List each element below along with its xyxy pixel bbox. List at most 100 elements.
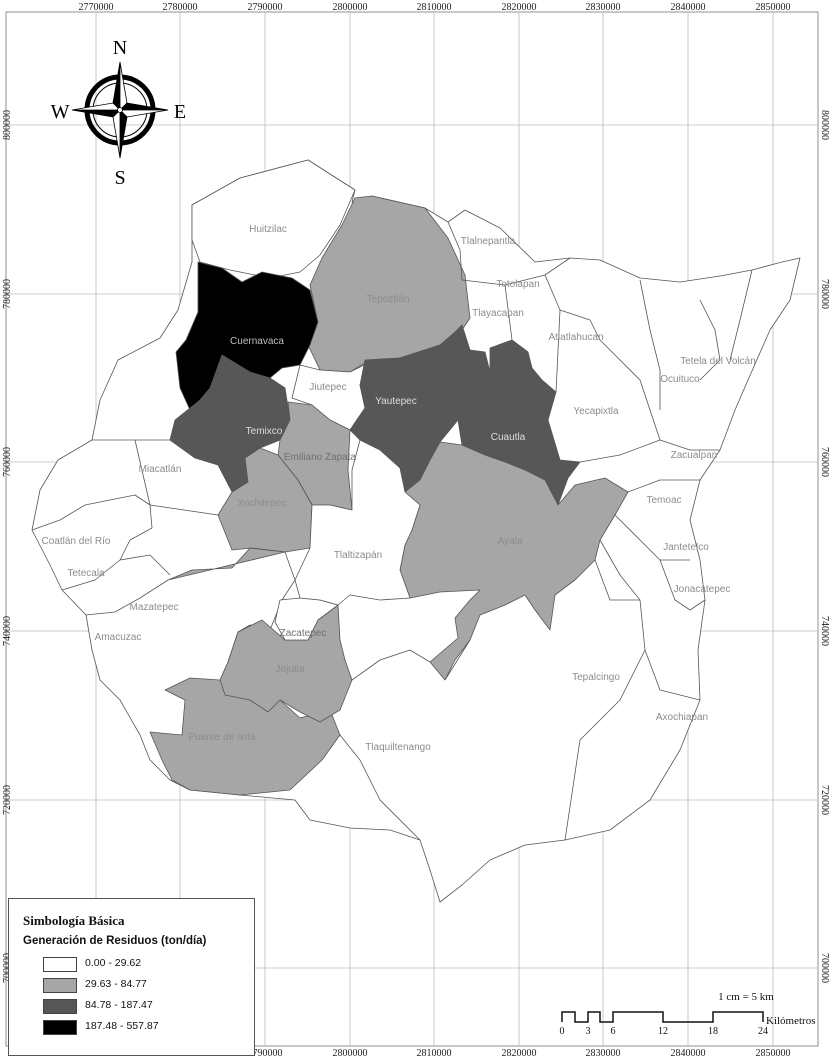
coordinate-labels-left: 800000 780000 760000 740000 720000 70000…: [2, 110, 13, 983]
compass-s: S: [114, 167, 125, 189]
polygon-huitzilac: [191, 159, 356, 279]
x-coord-label: 2790000: [248, 2, 283, 13]
x-coord-label: 2850000: [756, 2, 791, 13]
polygon-south-boundaries: [339, 559, 640, 841]
y-coord-label: 780000: [2, 279, 13, 309]
label-tlaquiltenango: Tlaquiltenango: [365, 742, 431, 753]
scale-tick: 6: [611, 1026, 616, 1037]
polygon-tetecala: [61, 527, 171, 591]
scale-tick: 24: [758, 1026, 768, 1037]
label-temoac: Temoac: [646, 495, 681, 506]
polygon-tlaltizapan: [294, 439, 421, 606]
label-axochiapan: Axochiapan: [656, 712, 708, 723]
y-coord-label: 800000: [2, 110, 13, 140]
y-coord-label: 780000: [819, 279, 830, 309]
label-yautepec: Yautepec: [375, 396, 417, 407]
scale-tick: 3: [586, 1026, 591, 1037]
label-yecapixtla: Yecapixtla: [573, 406, 619, 417]
x-coord-label: 2840000: [671, 2, 706, 13]
compass-n: N: [113, 37, 127, 59]
label-tetela: Tetela del Volcán: [680, 356, 756, 367]
compass-w: W: [51, 101, 70, 123]
label-tepoztlan: Tepoztlán: [367, 294, 410, 305]
legend-label: 84.78 - 187.47: [85, 999, 153, 1011]
legend-swatch: [43, 978, 77, 993]
scale-tick: 12: [658, 1026, 668, 1037]
label-tepalcingo: Tepalcingo: [572, 672, 620, 683]
label-emiliano-zapata: Emiliano Zapata: [284, 452, 357, 463]
scale-bar: 1 cm = 5 km Kilómetros 0 3 6 12 18 24: [560, 991, 816, 1037]
legend-label: 187.48 - 557.87: [85, 1020, 159, 1032]
y-coord-label: 740000: [819, 616, 830, 646]
label-atlatlahucan: Atlatlahucan: [548, 332, 603, 343]
y-coord-label: 760000: [2, 447, 13, 477]
coordinate-labels-right: 800000 780000 760000 740000 720000 70000…: [819, 110, 830, 983]
polygon-miacatlan: [92, 439, 219, 516]
polygon-yautepec: [349, 324, 491, 493]
label-totolapan: Totolapan: [496, 279, 539, 290]
polygon-east-boundaries: [444, 221, 753, 841]
legend-label: 29.63 - 84.77: [85, 978, 147, 990]
scale-ratio: 1 cm = 5 km: [718, 991, 774, 1003]
municipality-labels: Huitzilac Tepoztlán Tlalnepantla Totolap…: [42, 224, 756, 753]
label-miacatlan: Miacatlán: [139, 464, 182, 475]
label-ocuituco: Ocuituco: [660, 374, 700, 385]
y-coord-label: 800000: [819, 110, 830, 140]
scale-unit: Kilómetros: [766, 1015, 816, 1027]
label-coatlan: Coatlán del Río: [42, 536, 111, 547]
x-coord-label: 2850000: [756, 1048, 791, 1059]
y-coord-label: 720000: [819, 785, 830, 815]
label-zacatepec: Zacatepec: [280, 628, 327, 639]
x-coord-label: 2800000: [333, 1048, 368, 1059]
scale-tick: 18: [708, 1026, 718, 1037]
y-coord-label: 760000: [819, 447, 830, 477]
polygon-cuernavaca: [175, 261, 319, 411]
legend-subtitle: Generación de Residuos (ton/día): [23, 935, 207, 947]
y-coord-label: 740000: [2, 616, 13, 646]
x-coord-label: 2790000: [248, 1048, 283, 1059]
legend-label: 0.00 - 29.62: [85, 957, 142, 969]
x-coord-label: 2820000: [502, 1048, 537, 1059]
municipality-polygons: [31, 159, 801, 903]
y-coord-label: 720000: [2, 785, 13, 815]
coordinate-labels-top: 2770000 2780000 2790000 2800000 2810000 …: [79, 2, 791, 13]
label-tetecala: Tetecala: [67, 568, 105, 579]
x-coord-label: 2840000: [671, 1048, 706, 1059]
x-coord-label: 2830000: [586, 1048, 621, 1059]
label-jantetelco: Jantetelco: [663, 542, 709, 553]
label-mazatepec: Mazatepec: [130, 602, 179, 613]
map-frame: [5, 11, 819, 1047]
legend-box: Simbología Básica Generación de Residuos…: [8, 898, 255, 1056]
x-coord-label: 2830000: [586, 2, 621, 13]
label-tlayacapan: Tlayacapan: [472, 308, 524, 319]
label-jonacatepec: Jonacatepec: [674, 584, 731, 595]
x-coord-label: 2810000: [417, 2, 452, 13]
y-coord-label: 700000: [2, 953, 13, 983]
x-coord-label: 2820000: [502, 2, 537, 13]
label-huitzilac: Huitzilac: [249, 224, 287, 235]
label-cuernavaca: Cuernavaca: [230, 336, 284, 347]
compass-e: E: [174, 101, 186, 123]
label-tlaltizapan: Tlaltizapán: [334, 550, 382, 561]
compass-rose-icon: N S E W: [51, 37, 187, 189]
label-xochitepec: Xochitepec: [237, 498, 286, 509]
x-coord-label: 2770000: [79, 2, 114, 13]
label-jiutepec: Jiutepec: [309, 382, 346, 393]
label-jojutla: Jojutla: [276, 664, 305, 675]
x-coord-label: 2810000: [417, 1048, 452, 1059]
legend-swatch: [43, 1020, 77, 1035]
legend-swatch: [43, 999, 77, 1014]
legend-swatch: [43, 957, 77, 972]
polygon-mazatepec: [85, 579, 169, 616]
label-cuautla: Cuautla: [491, 432, 526, 443]
label-ayala: Ayala: [498, 536, 523, 547]
label-amacuzac: Amacuzac: [95, 632, 142, 643]
x-coord-label: 2780000: [163, 2, 198, 13]
legend-title: Simbología Básica: [23, 913, 125, 928]
scale-tick: 0: [560, 1026, 565, 1037]
label-tlalnepantla: Tlalnepantla: [461, 236, 516, 247]
x-coord-label: 2800000: [333, 2, 368, 13]
label-temixco: Temixco: [246, 426, 283, 437]
